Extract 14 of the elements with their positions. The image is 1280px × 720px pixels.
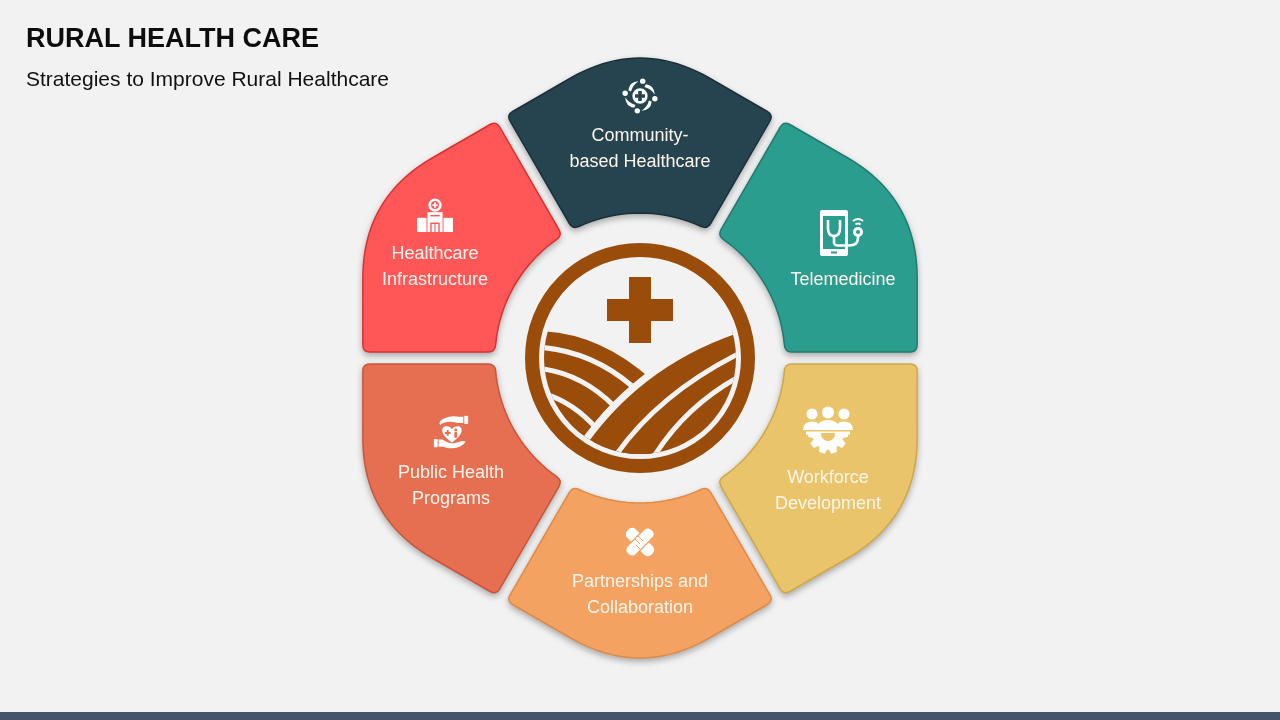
hexagon-segment [361, 363, 564, 596]
subtitle: Strategies to Improve Rural Healthcare [26, 66, 389, 92]
hexagon-segment [716, 119, 919, 353]
title: RURAL HEALTH CARE [26, 22, 319, 55]
hexagon-segment [505, 485, 775, 659]
hexagon-segment [716, 363, 919, 596]
segment-label: Community-based Healthcare [569, 125, 711, 171]
segment-label: Partnerships and Collaboration [571, 571, 709, 617]
segment-label: Telemedicine [790, 269, 896, 289]
segment-label: Healthcare Infrastructure [381, 243, 488, 289]
hexagon-segment [361, 119, 564, 353]
segment-label: Public Health Programs [397, 462, 505, 508]
segment-label: Workforce Development [774, 467, 882, 513]
hexagon-segment [505, 57, 775, 231]
